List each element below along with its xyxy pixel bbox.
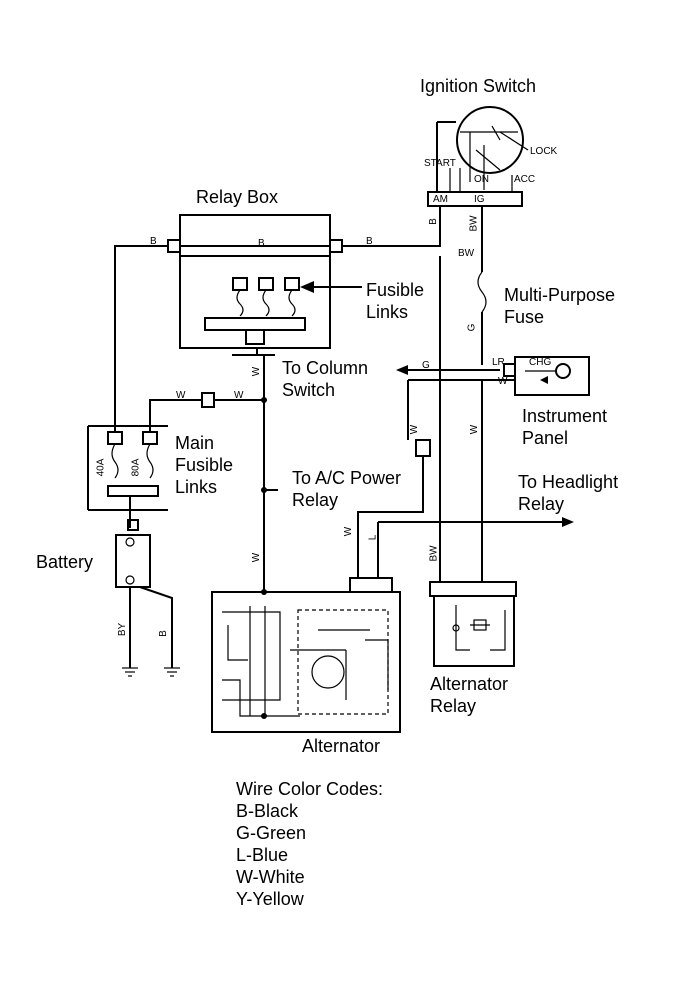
lock-position-label: LOCK (530, 146, 558, 157)
on-position-label: ON (474, 174, 489, 185)
multi-purpose-fuse-label-1: Multi-Purpose (504, 285, 616, 305)
wire-code-w-left: W (176, 390, 186, 401)
wire-code-w-right: W (234, 390, 244, 401)
am-terminal-label: AM (433, 194, 448, 205)
instrument-panel-label-1: Instrument (522, 406, 608, 426)
wire-code-b-right: B (366, 236, 373, 247)
wire-code-b-left: B (150, 236, 157, 247)
ignition-switch-label: Ignition Switch (420, 76, 537, 96)
legend-item: G-Green (236, 823, 307, 843)
main-fusible-links-label-2: Fusible (175, 455, 234, 475)
ig-terminal-label: IG (474, 194, 485, 205)
fuse-80a-label: 80A (130, 458, 142, 477)
wire-code-bw-switch: BW (468, 215, 480, 232)
to-headlight-relay-label-2: Relay (518, 494, 565, 514)
fusible-links-label-1: Fusible (366, 280, 425, 300)
wire-code-w-alt: W (343, 526, 355, 537)
wiring (114, 206, 590, 595)
wire-code-by-battery: BY (117, 622, 129, 637)
to-headlight-relay-label-1: To Headlight (518, 472, 619, 492)
main-fusible-links-label-1: Main (175, 433, 215, 453)
chg-indicator-label: CHG (529, 357, 552, 368)
wire-code-w-panel: W (498, 376, 508, 387)
wire-code-g-fuse: G (466, 323, 478, 332)
lr-wire-label: LR (492, 357, 505, 368)
legend-item: L-Blue (236, 845, 289, 865)
fusible-links-label-2: Links (366, 302, 409, 322)
to-column-switch-label-2: Switch (282, 380, 336, 400)
alternator-label: Alternator (302, 736, 381, 756)
relay-box-symbol (167, 214, 343, 356)
relay-box-label: Relay Box (196, 187, 279, 207)
wire-code-b-battery: B (157, 630, 169, 637)
to-column-switch-label-1: To Column (282, 358, 369, 378)
to-ac-power-relay-label-1: To A/C Power (292, 468, 402, 488)
start-terminal-label: START (424, 158, 456, 169)
acc-position-label: ACC (514, 174, 536, 185)
wire-code-b-switch: B (427, 218, 439, 225)
instrument-panel-label-2: Panel (522, 428, 569, 448)
alternator-symbol (211, 577, 401, 733)
wire-code-w-main: W (251, 552, 263, 563)
to-ac-power-relay-label-2: Relay (292, 490, 339, 510)
alternator-relay-label-1: Alternator (430, 674, 509, 694)
wire-code-bw-fuse: BW (458, 248, 475, 259)
alternator-relay-symbol (429, 581, 517, 667)
ignition-switch-symbol (427, 106, 529, 207)
wire-code-g-column: G (422, 360, 430, 371)
wire-code-l-alt: L (367, 534, 379, 541)
legend-item: B-Black (236, 801, 299, 821)
legend-item: W-White (236, 867, 305, 887)
alternator-relay-label-2: Relay (430, 696, 477, 716)
fuse-40a-label: 40A (95, 458, 107, 477)
legend-title: Wire Color Codes: (236, 779, 384, 799)
main-fusible-links-label-3: Links (175, 477, 218, 497)
wire-color-legend: Wire Color Codes: B-Black G-Green L-Blue… (236, 778, 383, 910)
wire-code-bw-relay: BW (428, 545, 440, 562)
wire-code-b-center: B (258, 238, 265, 249)
main-fusible-links-symbol (87, 425, 168, 528)
wire-code-w-relay: W (251, 366, 263, 377)
battery-label: Battery (36, 552, 94, 572)
multi-purpose-fuse-label-2: Fuse (504, 307, 545, 327)
wire-code-w-ac: W (409, 424, 421, 435)
wire-code-w-lr: W (469, 424, 481, 435)
battery-symbol (115, 519, 180, 677)
legend-item: Y-Yellow (236, 889, 304, 909)
